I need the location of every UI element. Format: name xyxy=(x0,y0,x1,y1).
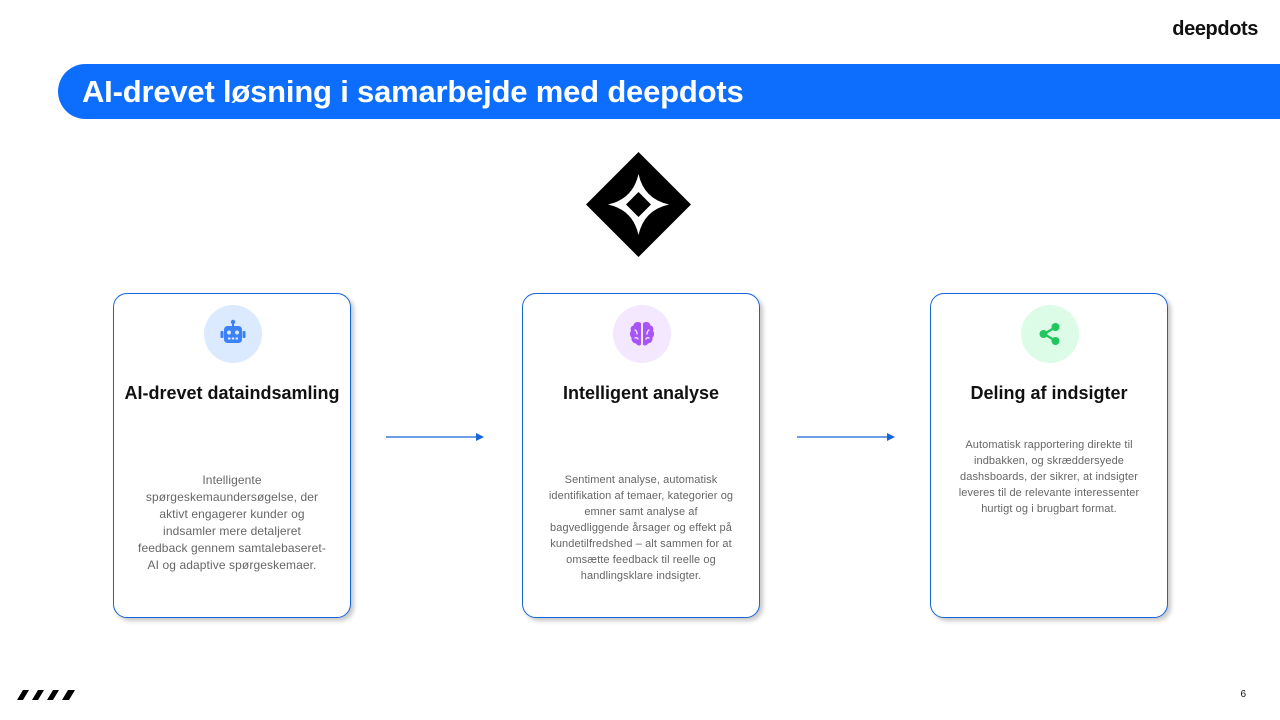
card-ai-data-collection: AI-drevet dataindsamling Intelligente sp… xyxy=(113,293,351,618)
brain-icon xyxy=(629,321,655,346)
card-intelligent-analysis: Intelligent analyse Sentiment analyse, a… xyxy=(522,293,760,618)
share-icon xyxy=(1039,323,1060,345)
card-title: Intelligent analyse xyxy=(562,383,720,403)
robot-icon-badge xyxy=(204,305,262,363)
page-number: 6 xyxy=(1240,689,1246,700)
stripes-decoration-icon xyxy=(17,690,75,700)
card-description: Automatisk rapportering direkte til indb… xyxy=(958,439,1140,515)
card-description: Intelligente spørgeskemaundersøgelse, de… xyxy=(138,473,326,572)
arrow-right-icon xyxy=(797,433,895,441)
page-title: AI-drevet løsning i samarbejde med deepd… xyxy=(82,73,744,109)
card-sharing-insights: Deling af indsigter Automatisk rapporter… xyxy=(930,293,1168,618)
share-icon-badge xyxy=(1021,305,1079,363)
robot-icon xyxy=(220,319,246,343)
arrow-right-icon xyxy=(386,433,484,441)
card-description: Sentiment analyse, automatisk identifika… xyxy=(548,474,734,582)
card-title: AI-drevet dataindsamling xyxy=(124,383,340,403)
card-title: Deling af indsigter xyxy=(970,383,1128,403)
brain-icon-badge xyxy=(613,305,671,363)
title-bar: AI-drevet løsning i samarbejde med deepd… xyxy=(58,64,1280,119)
deepdots-diamond-logo-icon xyxy=(586,152,691,257)
brand-logo-text: deepdots xyxy=(1172,18,1258,40)
